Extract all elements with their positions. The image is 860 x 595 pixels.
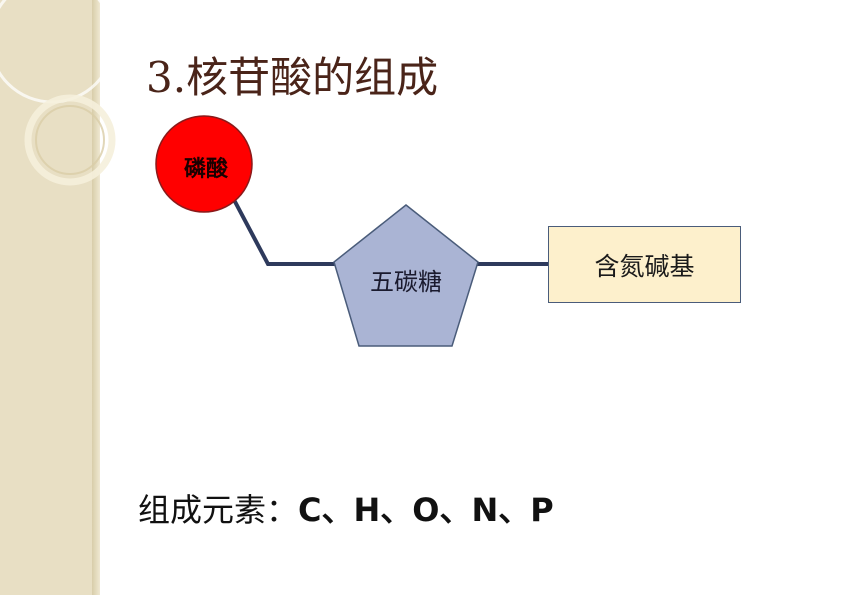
- sugar-pentagon: [333, 204, 479, 347]
- sugar-label: 五碳糖: [370, 268, 442, 296]
- decorative-rings: [0, 0, 116, 186]
- slide-title: 3.核苷酸的组成: [146, 53, 439, 102]
- phosphate-label: 磷酸: [183, 157, 228, 182]
- nitrogenous-base-box: 含氮碱基: [548, 226, 741, 303]
- elements-list: C、H、O、N、P: [298, 491, 554, 529]
- sidebar-edge: [92, 0, 100, 595]
- phosphate-sugar-bond: [230, 195, 338, 266]
- phosphate-circle: [155, 115, 253, 213]
- base-label: 含氮碱基: [594, 251, 695, 281]
- elements-line: 组成元素：C、H、O、N、P: [138, 485, 554, 531]
- elements-prefix: 组成元素：: [138, 491, 299, 529]
